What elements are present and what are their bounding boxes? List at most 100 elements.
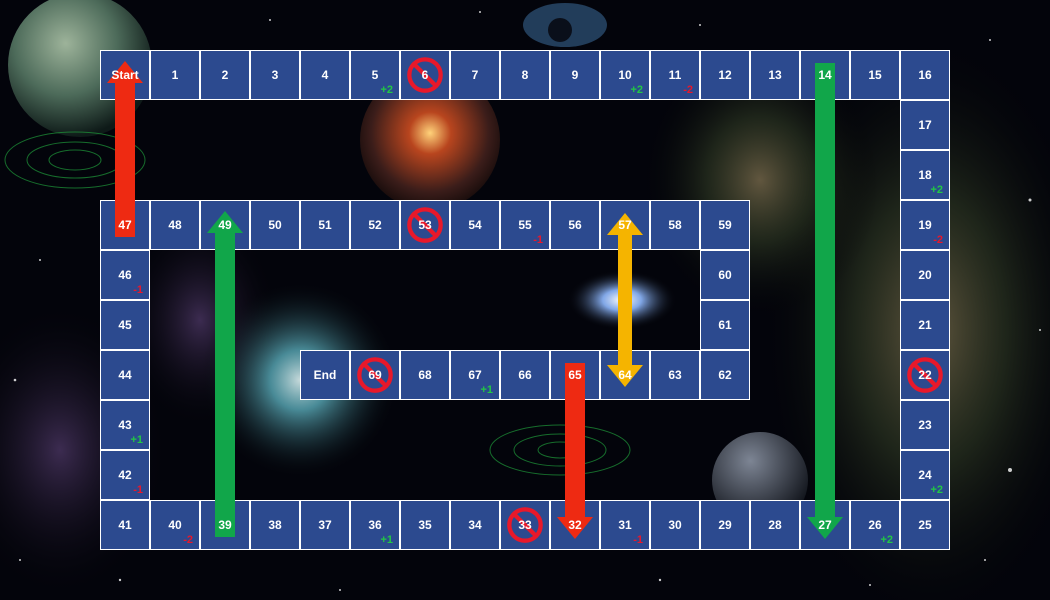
board-cell-53[interactable]: 53 [400, 200, 450, 250]
board-cell-20[interactable]: 20 [900, 250, 950, 300]
cell-label: 17 [918, 118, 932, 132]
board-cell-31[interactable]: 31-1 [600, 500, 650, 550]
board-cell-12[interactable]: 12 [700, 50, 750, 100]
board-cell-17[interactable]: 17 [900, 100, 950, 150]
board-cell-10[interactable]: 10+2 [600, 50, 650, 100]
cell-label: 9 [571, 68, 579, 82]
board-cell-64[interactable]: 64 [600, 350, 650, 400]
board-cell-41[interactable]: 41 [100, 500, 150, 550]
board-cell-49[interactable]: 49 [200, 200, 250, 250]
board-cell-3[interactable]: 3 [250, 50, 300, 100]
board-cell-62[interactable]: 62 [700, 350, 750, 400]
board-cell-28[interactable]: 28 [750, 500, 800, 550]
board-cell-26[interactable]: 26+2 [850, 500, 900, 550]
board-cell-39[interactable]: 39 [200, 500, 250, 550]
cell-label: 2 [221, 68, 229, 82]
cell-label: 51 [318, 218, 332, 232]
cell-label: 44 [118, 368, 132, 382]
board-cell-67[interactable]: 67+1 [450, 350, 500, 400]
board-cell-42[interactable]: 42-1 [100, 450, 150, 500]
board-cell-35[interactable]: 35 [400, 500, 450, 550]
cell-label: 20 [918, 268, 932, 282]
cell-label: 15 [868, 68, 882, 82]
board-cell-38[interactable]: 38 [250, 500, 300, 550]
board-cell-30[interactable]: 30 [650, 500, 700, 550]
board-cell-9[interactable]: 9 [550, 50, 600, 100]
board-cell-45[interactable]: 45 [100, 300, 150, 350]
board-cell-50[interactable]: 50 [250, 200, 300, 250]
cell-label: 64 [618, 368, 632, 382]
penalty-modifier: -2 [683, 84, 693, 96]
board-cell-60[interactable]: 60 [700, 250, 750, 300]
board-cell-22[interactable]: 22 [900, 350, 950, 400]
start-cell[interactable]: Start [100, 50, 150, 100]
cell-label: 7 [471, 68, 479, 82]
board-cell-4[interactable]: 4 [300, 50, 350, 100]
board-cell-48[interactable]: 48 [150, 200, 200, 250]
board-cell-8[interactable]: 8 [500, 50, 550, 100]
cell-label: 35 [418, 518, 432, 532]
board-cell-23[interactable]: 23 [900, 400, 950, 450]
board-cell-52[interactable]: 52 [350, 200, 400, 250]
board-cell-7[interactable]: 7 [450, 50, 500, 100]
penalty-modifier: -2 [183, 534, 193, 546]
board-cell-11[interactable]: 11-2 [650, 50, 700, 100]
board-cell-55[interactable]: 55-1 [500, 200, 550, 250]
board-cell-37[interactable]: 37 [300, 500, 350, 550]
cell-label: 52 [368, 218, 382, 232]
cell-label: 36 [368, 518, 382, 532]
board-cell-56[interactable]: 56 [550, 200, 600, 250]
board-cell-14[interactable]: 14 [800, 50, 850, 100]
board-cell-34[interactable]: 34 [450, 500, 500, 550]
board-cell-24[interactable]: 24+2 [900, 450, 950, 500]
board-cell-54[interactable]: 54 [450, 200, 500, 250]
board-cell-5[interactable]: 5+2 [350, 50, 400, 100]
cell-label: 65 [568, 368, 582, 382]
board-cell-1[interactable]: 1 [150, 50, 200, 100]
cell-label: 5 [371, 68, 379, 82]
board-cell-59[interactable]: 59 [700, 200, 750, 250]
board-cell-2[interactable]: 2 [200, 50, 250, 100]
board-cell-58[interactable]: 58 [650, 200, 700, 250]
penalty-modifier: -1 [533, 234, 543, 246]
cell-label: 10 [618, 68, 632, 82]
board-cell-63[interactable]: 63 [650, 350, 700, 400]
bonus-modifier: +2 [930, 484, 943, 496]
board-cell-43[interactable]: 43+1 [100, 400, 150, 450]
cell-label: 18 [918, 168, 932, 182]
cell-label: 62 [718, 368, 732, 382]
board-cell-33[interactable]: 33 [500, 500, 550, 550]
board-cell-68[interactable]: 68 [400, 350, 450, 400]
cell-label: 33 [518, 518, 532, 532]
cell-label: 45 [118, 318, 132, 332]
board-cell-61[interactable]: 61 [700, 300, 750, 350]
board-cell-47[interactable]: 47 [100, 200, 150, 250]
board-cell-13[interactable]: 13 [750, 50, 800, 100]
cell-label: 6 [421, 68, 429, 82]
board-cell-16[interactable]: 16 [900, 50, 950, 100]
cell-label: 58 [668, 218, 682, 232]
board-cell-19[interactable]: 19-2 [900, 200, 950, 250]
cell-label: 1 [171, 68, 179, 82]
board-cell-51[interactable]: 51 [300, 200, 350, 250]
board-cell-44[interactable]: 44 [100, 350, 150, 400]
end-cell[interactable]: End [300, 350, 350, 400]
board-cell-25[interactable]: 25 [900, 500, 950, 550]
cell-label: 12 [718, 68, 732, 82]
board-cell-65[interactable]: 65 [550, 350, 600, 400]
board-cell-40[interactable]: 40-2 [150, 500, 200, 550]
board-cell-46[interactable]: 46-1 [100, 250, 150, 300]
board-cell-66[interactable]: 66 [500, 350, 550, 400]
board-cell-21[interactable]: 21 [900, 300, 950, 350]
cell-label: 54 [468, 218, 482, 232]
board-cell-57[interactable]: 57 [600, 200, 650, 250]
board-cell-36[interactable]: 36+1 [350, 500, 400, 550]
board-cell-32[interactable]: 32 [550, 500, 600, 550]
board-cell-27[interactable]: 27 [800, 500, 850, 550]
board-cell-6[interactable]: 6 [400, 50, 450, 100]
board-cell-69[interactable]: 69 [350, 350, 400, 400]
board-cell-15[interactable]: 15 [850, 50, 900, 100]
board-cell-29[interactable]: 29 [700, 500, 750, 550]
board-cell-18[interactable]: 18+2 [900, 150, 950, 200]
